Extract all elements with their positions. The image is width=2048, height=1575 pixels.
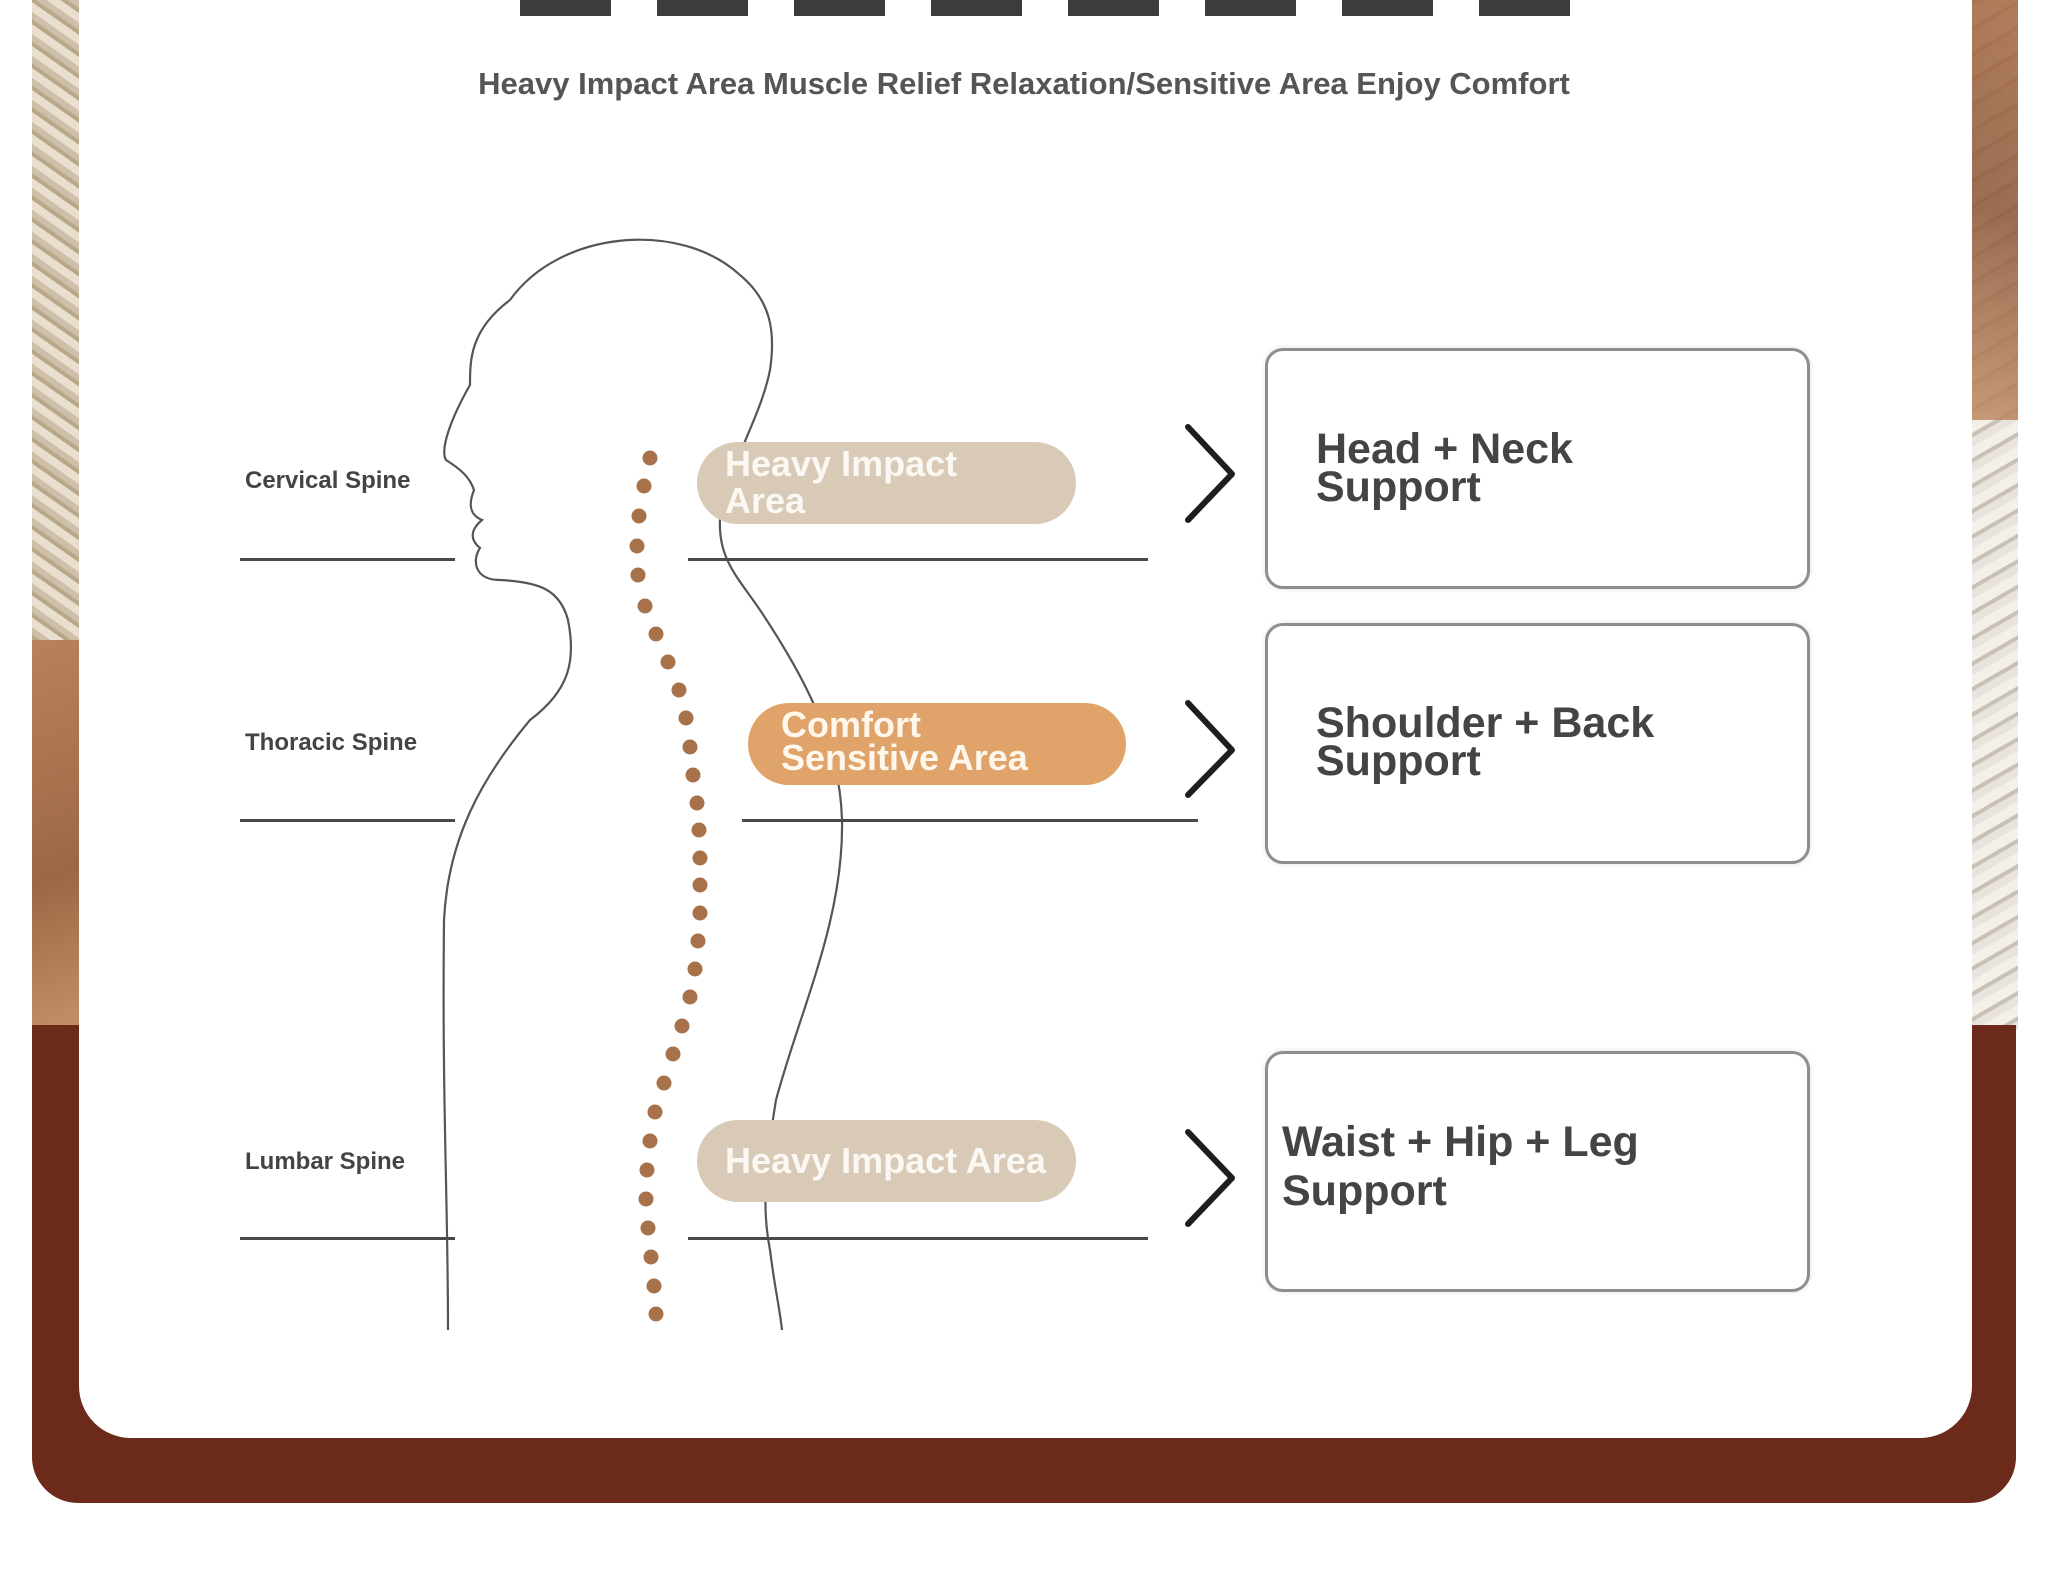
- zone-pill-cervical: Heavy Impact Area: [697, 442, 1076, 524]
- spine-dot: [674, 1018, 690, 1034]
- spine-dot: [687, 961, 703, 977]
- background-wood-right: [1968, 0, 2018, 420]
- spine-dot: [665, 1046, 681, 1062]
- arrow-icons: [1185, 424, 1235, 1227]
- arrow-lumbar-icon: [1185, 1129, 1235, 1227]
- spine-dot: [689, 795, 705, 811]
- spine-dot: [643, 1249, 659, 1265]
- support-waist-hip-leg-text: Waist + Hip + Leg Support: [1282, 1118, 1639, 1216]
- support-shoulder-back-text: Shoulder + Back Support: [1316, 699, 1655, 785]
- support-head-line1: Head + Neck: [1316, 425, 1573, 473]
- spine-dot: [639, 1162, 655, 1178]
- rule-cervical-right: [688, 558, 1148, 561]
- support-head-neck-text: Head + Neck Support: [1316, 425, 1573, 511]
- support-box-waist-hip-leg: [1265, 1051, 1810, 1292]
- spine-dot: [671, 682, 687, 698]
- spine-dot: [642, 1133, 658, 1149]
- spine-dot: [638, 1191, 654, 1207]
- spine-dot: [640, 1220, 656, 1236]
- zone-pill-lumbar: Heavy Impact Area: [697, 1120, 1076, 1202]
- spine-dot: [637, 598, 653, 614]
- spine-dot: [692, 877, 708, 893]
- spine-dot: [642, 450, 658, 466]
- zone-thoracic-line1: Comfort: [781, 704, 921, 745]
- support-waist-line1: Waist + Hip + Leg: [1282, 1118, 1639, 1166]
- spine-dot: [692, 905, 708, 921]
- arrow-thoracic-icon: [1185, 700, 1235, 798]
- spine-dot: [631, 508, 647, 524]
- zone-lumbar-label: Heavy Impact Area: [725, 1140, 1046, 1181]
- zone-cervical-line1: Heavy Impact: [725, 443, 958, 484]
- spine-dot: [630, 567, 646, 583]
- support-box-shoulder-back: [1265, 623, 1810, 864]
- spine-dot: [682, 989, 698, 1005]
- spine-dot: [656, 1075, 672, 1091]
- spine-dot: [629, 538, 645, 554]
- label-lumbar-spine: Lumbar Spine: [245, 1148, 406, 1175]
- support-shoulder-line2: Support: [1316, 737, 1481, 785]
- zone-cervical-line2: Area: [725, 480, 806, 521]
- label-cervical-spine: Cervical Spine: [245, 467, 411, 494]
- support-waist-line2: Support: [1282, 1167, 1447, 1215]
- spine-dot: [685, 767, 701, 783]
- spine-dot: [660, 654, 676, 670]
- arrow-cervical-icon: [1185, 424, 1235, 523]
- spine-dot: [646, 1278, 662, 1294]
- body-silhouette-front: [442, 299, 573, 1331]
- support-shoulder-line1: Shoulder + Back: [1316, 699, 1655, 747]
- rule-lumbar-right: [688, 1237, 1148, 1240]
- background-wood-left: [32, 640, 82, 1030]
- spine-dot: [647, 1104, 663, 1120]
- spine-dot: [682, 739, 698, 755]
- cropped-title-glyphs: [520, 0, 1570, 20]
- zone-pill-thoracic: Comfort Sensitive Area: [748, 703, 1126, 785]
- spine-dot: [636, 478, 652, 494]
- label-thoracic-spine: Thoracic Spine: [245, 729, 418, 756]
- spine-dot: [692, 850, 708, 866]
- spine-dot: [648, 1306, 664, 1322]
- subtitle: Heavy Impact Area Muscle Relief Relaxati…: [478, 66, 1570, 101]
- spine-dot: [648, 626, 664, 642]
- support-head-line2: Support: [1316, 463, 1481, 511]
- rule-thoracic-left: [240, 819, 455, 822]
- rule-lumbar-left: [240, 1237, 455, 1240]
- support-box-head-neck: [1265, 348, 1810, 589]
- spine-dot: [678, 710, 694, 726]
- spine-dot: [690, 933, 706, 949]
- rule-cervical-left: [240, 558, 455, 561]
- zone-thoracic-line2: Sensitive Area: [781, 737, 1028, 778]
- spine-dots: [629, 450, 708, 1322]
- rule-thoracic-right: [742, 819, 1198, 822]
- spine-dot: [691, 822, 707, 838]
